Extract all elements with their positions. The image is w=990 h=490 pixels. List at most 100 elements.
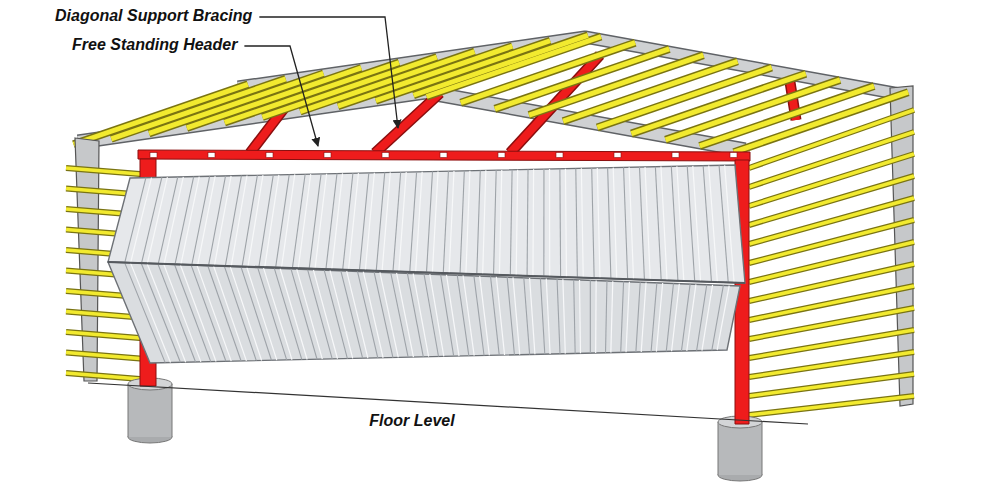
door-rib [725, 165, 734, 282]
header-bolt [440, 153, 447, 158]
door-rib [697, 285, 707, 351]
girt [749, 374, 914, 396]
door-rib [661, 167, 667, 281]
door-rib [147, 177, 167, 263]
header-bolt [150, 153, 157, 158]
door-rib [259, 175, 273, 267]
door-rib [142, 177, 162, 263]
girt [749, 396, 914, 415]
girt [749, 264, 914, 301]
girt [749, 396, 914, 415]
purlin [631, 74, 805, 134]
girt [749, 352, 914, 377]
door-rib [712, 285, 724, 350]
girt [749, 374, 914, 396]
girt [749, 220, 914, 263]
door-rib [359, 173, 368, 270]
door-rib [513, 277, 520, 354]
concrete-pier [718, 416, 762, 481]
door-rib [466, 171, 470, 274]
door-rib [432, 171, 438, 272]
door-rib [308, 270, 333, 359]
door-rib [527, 169, 529, 275]
door-rib [291, 269, 317, 359]
door-rib [164, 264, 201, 362]
door-rib [540, 278, 544, 354]
purlin [529, 55, 703, 115]
door-rib [441, 275, 454, 357]
door-rib [595, 281, 597, 353]
door-rib [480, 276, 490, 355]
door-rib [546, 279, 550, 354]
door-rib [158, 177, 177, 264]
door-rib [590, 280, 591, 353]
girt [749, 176, 914, 225]
callout-label-box: Free Standing Header [72, 35, 237, 55]
girt [749, 352, 914, 377]
girt [749, 242, 914, 282]
door-rib [592, 168, 594, 278]
door-rib [565, 169, 566, 277]
door-rib [208, 266, 241, 361]
header-bolt [498, 153, 505, 158]
door-rib [198, 176, 215, 265]
door-rib [626, 282, 629, 352]
door-rib [265, 175, 279, 267]
door-rib [717, 286, 729, 351]
door-rib [214, 266, 247, 361]
door-rib [357, 271, 377, 357]
purlin [427, 37, 601, 97]
door-rib [557, 279, 560, 354]
girt [66, 353, 152, 360]
door-rib [365, 173, 374, 271]
door-rib [292, 174, 305, 268]
door-rib [613, 168, 617, 279]
door-rib [131, 178, 152, 263]
door-panel [108, 165, 745, 283]
door-rib [579, 280, 581, 353]
purlin [461, 43, 635, 103]
purlin [666, 80, 840, 140]
door-rib [636, 282, 640, 352]
door-rib [380, 272, 398, 357]
door-rib [130, 263, 170, 363]
door-rib [581, 168, 583, 277]
door-rib [363, 272, 383, 358]
door-rib [397, 273, 414, 357]
door-rib [507, 277, 514, 355]
wall-girts [749, 110, 914, 415]
door-rib [499, 170, 501, 275]
door-rib [474, 276, 484, 356]
door-rib [645, 167, 650, 280]
door-rib [496, 277, 504, 355]
door-rib [629, 167, 633, 279]
door-rib [141, 263, 180, 362]
door-rib [516, 170, 517, 276]
girt [66, 168, 152, 175]
door-rib [597, 168, 600, 278]
door-rib [343, 173, 353, 270]
header-bolt [730, 153, 737, 158]
girt [749, 198, 914, 244]
door-rib [158, 264, 196, 362]
door-rib [624, 167, 628, 279]
door-rib [191, 265, 226, 361]
door-rib [181, 177, 199, 265]
door-rib [651, 283, 657, 352]
door-rib [457, 275, 469, 356]
door-rib [563, 279, 565, 353]
purlin [563, 61, 737, 121]
door-rib [677, 166, 684, 281]
door-rib [681, 284, 690, 351]
callout-label: Diagonal Support Bracing [55, 7, 252, 24]
girt [749, 154, 914, 206]
purlin [700, 86, 874, 146]
door-rib [164, 177, 183, 264]
door-rib [621, 282, 624, 353]
purlin [734, 92, 908, 152]
door-rib [559, 169, 561, 277]
door-rib [463, 275, 474, 355]
steel-column [75, 138, 99, 381]
door-rib [276, 175, 290, 268]
